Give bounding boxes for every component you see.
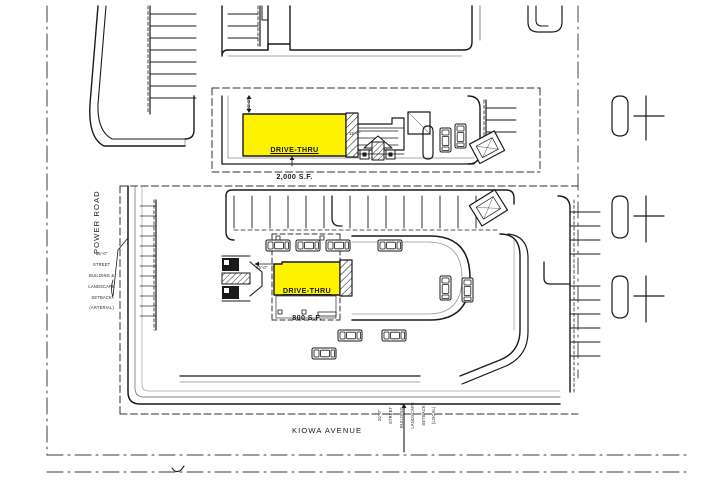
building-north-area: 2,000 S.F. bbox=[276, 172, 313, 181]
setback-note-arterial: 15'-0" STREET BUILDING & LANDSCAPE SETBA… bbox=[72, 246, 126, 316]
setback-arterial-line-1: 15'-0" bbox=[95, 251, 108, 257]
building-south-name: DRIVE-THRU bbox=[282, 286, 332, 295]
setback-local-line-4: LANDSCAPE bbox=[409, 402, 415, 429]
setback-local-line-2: STREET bbox=[388, 406, 394, 424]
setback-local-line-3: BUILDING & bbox=[399, 402, 405, 428]
building-label-south: DRIVE-THRU 800 S.F. bbox=[274, 268, 340, 340]
setback-local-line-5: SETBACK bbox=[420, 405, 426, 426]
building-north-name: DRIVE-THRU bbox=[270, 145, 319, 154]
dimension-north-building: 20'-0" bbox=[246, 98, 251, 110]
setback-arterial-line-5: SETBACK bbox=[91, 294, 112, 300]
setback-local-line-1: 20'-0" bbox=[377, 409, 383, 422]
street-label-power-road: POWER ROAD bbox=[92, 190, 101, 254]
dimension-south-building: 15'-0" bbox=[256, 265, 268, 270]
building-south-area: 800 S.F. bbox=[292, 313, 322, 322]
street-label-kiowa-avenue: KIOWA AVENUE bbox=[292, 426, 363, 435]
setback-arterial-line-6: (ARTERIAL) bbox=[89, 305, 115, 311]
setback-arterial-line-4: LANDSCAPE bbox=[88, 283, 115, 289]
dimension-north-canopy: 15'-0" bbox=[349, 131, 361, 136]
setback-note-local: 20'-0" STREET BUILDING & LANDSCAPE SETBA… bbox=[372, 389, 442, 447]
setback-arterial-line-3: BUILDING & bbox=[89, 273, 115, 279]
building-label-north: DRIVE-THRU 2,000 S.F. bbox=[243, 127, 346, 199]
setback-arterial-line-2: STREET bbox=[93, 262, 111, 268]
setback-local-line-6: (LOCAL) bbox=[431, 406, 437, 425]
